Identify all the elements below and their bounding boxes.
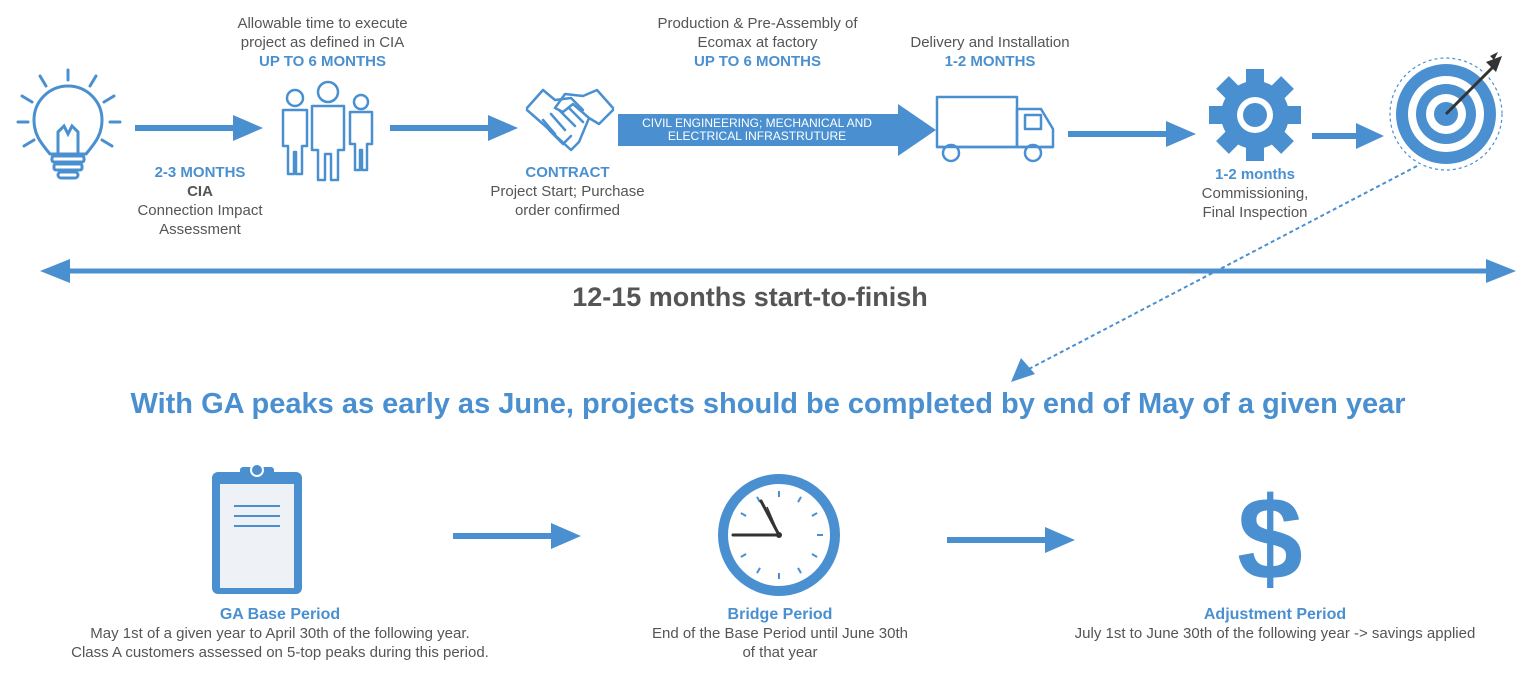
- production-duration: UP TO 6 MONTHS: [694, 53, 821, 70]
- people-icon: [281, 80, 374, 182]
- dashed-connector-arrow: [1011, 165, 1418, 382]
- truck-icon: [935, 95, 1055, 163]
- commissioning-duration: 1-2 months: [1214, 166, 1295, 183]
- flow-arrow: [1068, 121, 1196, 147]
- ga-base-period-title: GA Base Period: [219, 606, 341, 623]
- adjustment-period: Adjustment Period July 1st to June 30th …: [1030, 605, 1520, 643]
- contract-title: CONTRACT: [525, 164, 610, 181]
- ga-base-period-line2: Class A customers assessed on 5-top peak…: [71, 644, 489, 661]
- clock-icon: [718, 474, 840, 596]
- flow-arrow: [135, 115, 263, 141]
- commissioning-description: Commissioning, Final Inspection: [1201, 185, 1309, 221]
- target-icon: [1389, 52, 1503, 171]
- lightbulb-icon: [16, 68, 122, 180]
- flow-arrow: [947, 527, 1075, 553]
- ga-base-period: GA Base Period May 1st of a given year t…: [30, 605, 530, 662]
- gear-icon: [1209, 69, 1301, 161]
- bridge-period-line2: of that year: [742, 644, 818, 661]
- commissioning-step: 1-2 months Commissioning, Final Inspecti…: [1170, 165, 1340, 222]
- flow-arrow: [390, 115, 518, 141]
- cia-description: Connection Impact Assessment: [137, 202, 263, 238]
- dollar-icon: $: [1237, 473, 1303, 605]
- handshake-icon: [525, 88, 615, 152]
- cia-title: CIA: [187, 183, 213, 200]
- cia-step: 2-3 MONTHS CIA Connection Impact Assessm…: [105, 163, 295, 239]
- delivery-note: Delivery and Installation: [910, 34, 1070, 51]
- cia-duration: 2-3 MONTHS: [154, 164, 246, 181]
- adjustment-period-line1: July 1st to June 30th of the following y…: [1074, 625, 1476, 642]
- civil-engineering-label: CIVIL ENGINEERING; MECHANICAL AND ELECTR…: [642, 116, 872, 143]
- bridge-period: Bridge Period End of the Base Period unt…: [620, 605, 940, 662]
- contract-description: Project Start; Purchase order confirmed: [490, 183, 645, 219]
- team-step: Allowable time to execute project as def…: [215, 14, 430, 71]
- delivery-step: Delivery and Installation 1-2 MONTHS: [895, 33, 1085, 71]
- clipboard-icon: [212, 463, 302, 594]
- delivery-duration: 1-2 MONTHS: [944, 53, 1036, 70]
- timeline-label: 12-15 months start-to-finish: [572, 282, 928, 312]
- team-duration: UP TO 6 MONTHS: [259, 53, 386, 70]
- production-note: Production & Pre-Assembly of Ecomax at f…: [657, 15, 858, 51]
- ga-base-period-line1: May 1st of a given year to April 30th of…: [90, 625, 470, 642]
- team-note: Allowable time to execute project as def…: [237, 15, 408, 51]
- flow-arrow: [1312, 123, 1384, 149]
- bridge-period-line1: End of the Base Period until June 30th: [651, 625, 908, 642]
- production-step: Production & Pre-Assembly of Ecomax at f…: [640, 14, 875, 71]
- timeline-double-arrow: [40, 259, 1516, 283]
- adjustment-period-title: Adjustment Period: [1203, 606, 1347, 623]
- contract-step: CONTRACT Project Start; Purchase order c…: [480, 163, 655, 220]
- flow-arrow: [453, 523, 581, 549]
- civil-engineering-arrow: [618, 104, 936, 156]
- headline: With GA peaks as early as June, projects…: [130, 388, 1406, 420]
- bridge-period-title: Bridge Period: [727, 606, 833, 623]
